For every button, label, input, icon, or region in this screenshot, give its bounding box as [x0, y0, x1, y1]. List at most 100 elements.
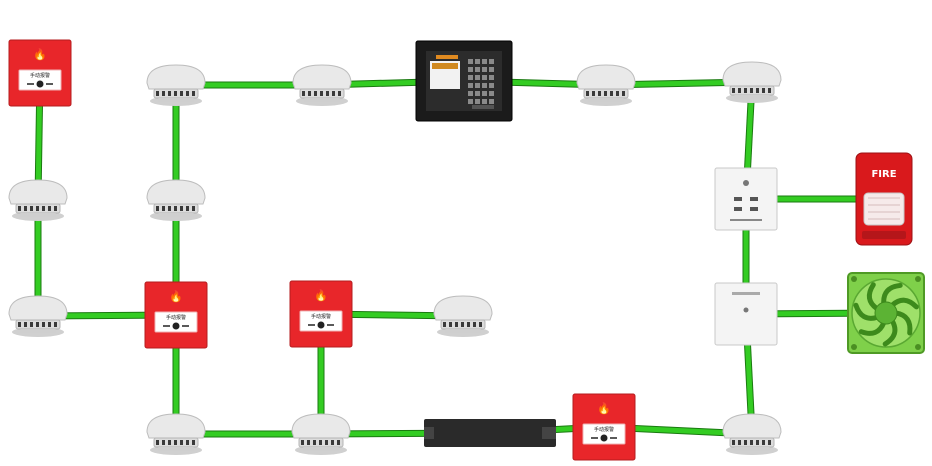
connector-plug	[542, 427, 556, 439]
panel-key	[489, 99, 494, 104]
module-led	[743, 307, 749, 313]
smoke-detector-d7[interactable]	[8, 295, 68, 337]
exhaust-fan-fan[interactable]	[847, 272, 925, 354]
io-module-m2[interactable]	[714, 282, 778, 346]
detector-lip	[303, 447, 339, 451]
panel-screen-header	[432, 63, 458, 69]
detector-lip	[588, 98, 624, 102]
panel-key	[475, 91, 480, 96]
panel-key	[489, 75, 494, 80]
detector-vent	[30, 322, 33, 327]
detector-vent	[174, 440, 177, 445]
smoke-detector-d8[interactable]	[433, 295, 493, 337]
manual-call-point-cp4[interactable]: 🔥 手动报警	[572, 393, 636, 461]
press-button-icon	[36, 80, 44, 88]
detector-vent	[756, 440, 759, 445]
smoke-detector-d3[interactable]	[576, 64, 636, 106]
detector-vent	[592, 91, 595, 96]
detector-vent	[162, 206, 165, 211]
detector-vent	[332, 91, 335, 96]
detector-vent	[180, 91, 183, 96]
detector-vent	[598, 91, 601, 96]
detector-vent	[174, 91, 177, 96]
detector-dome	[433, 295, 493, 321]
detector-vent	[174, 206, 177, 211]
detector-vent	[30, 206, 33, 211]
detector-vent	[186, 440, 189, 445]
detector-dome	[8, 295, 68, 321]
detector-dome	[722, 61, 782, 87]
cable-connector-connector[interactable]	[424, 419, 556, 447]
detector-vent	[768, 88, 771, 93]
call-point-window	[582, 423, 626, 445]
detector-vent	[455, 322, 458, 327]
panel-key	[489, 83, 494, 88]
panel-key	[475, 67, 480, 72]
panel-key	[468, 59, 473, 64]
io-module-m1[interactable]	[714, 167, 778, 231]
smoke-detector-d1[interactable]	[146, 64, 206, 106]
manual-call-point-cp1[interactable]: 🔥手动报警	[8, 39, 72, 107]
detector-vent	[42, 206, 45, 211]
fire-symbol-icon: 🔥	[314, 289, 328, 302]
control-panel-panel[interactable]	[415, 40, 513, 122]
detector-vent	[156, 91, 159, 96]
detector-vent	[24, 322, 27, 327]
detector-vent	[768, 440, 771, 445]
panel-key	[475, 83, 480, 88]
fan-screw-hole	[915, 344, 921, 350]
panel-key	[468, 91, 473, 96]
fan-blade	[858, 320, 887, 336]
fan-blade	[853, 302, 880, 321]
panel-key	[482, 83, 487, 88]
detector-vent	[331, 440, 334, 445]
fan-blade	[882, 318, 898, 347]
detector-vent	[320, 91, 323, 96]
detector-vent	[168, 206, 171, 211]
detector-vent	[36, 322, 39, 327]
module-terminal	[750, 197, 758, 201]
detector-vent	[732, 88, 735, 93]
detector-dome	[576, 64, 636, 90]
smoke-detector-d6[interactable]	[146, 179, 206, 221]
detector-dome	[146, 179, 206, 205]
smoke-detector-d9[interactable]	[146, 413, 206, 455]
smoke-detector-d2[interactable]	[292, 64, 352, 106]
sounder-strobe-sounder[interactable]: FIRE	[855, 152, 913, 246]
panel-key	[475, 75, 480, 80]
detector-dome	[291, 413, 351, 439]
detector-lip	[20, 213, 56, 217]
call-point-label: 手动报警	[594, 426, 614, 433]
detector-vent	[48, 206, 51, 211]
call-point-window	[154, 311, 198, 333]
detector-vent	[586, 91, 589, 96]
connector-body	[424, 419, 556, 447]
smoke-detector-d5[interactable]	[8, 179, 68, 221]
detector-vent	[168, 91, 171, 96]
detector-vent	[467, 322, 470, 327]
smoke-detector-d11[interactable]	[722, 413, 782, 455]
fan-blade	[893, 310, 913, 336]
smoke-detector-d4[interactable]	[722, 61, 782, 103]
fire-symbol-icon: 🔥	[597, 402, 611, 415]
fan-blade	[881, 282, 903, 306]
detector-dome	[146, 64, 206, 90]
detector-vent	[616, 91, 619, 96]
fan-blade	[889, 297, 919, 310]
detector-vent	[186, 91, 189, 96]
smoke-detector-d10[interactable]	[291, 413, 351, 455]
detector-vent	[610, 91, 613, 96]
manual-call-point-cp3[interactable]: 🔥手动报警	[289, 280, 353, 348]
module-label-line	[732, 292, 760, 295]
detector-vent	[186, 206, 189, 211]
detector-vent	[473, 322, 476, 327]
sounder-fire-text: FIRE	[871, 169, 896, 180]
detector-vent	[622, 91, 625, 96]
manual-call-point-cp2[interactable]: 🔥手动报警	[144, 281, 208, 349]
panel-key	[482, 59, 487, 64]
detector-vent	[180, 206, 183, 211]
detector-vent	[325, 440, 328, 445]
fan-screw-hole	[851, 344, 857, 350]
detector-vent	[192, 440, 195, 445]
detector-vent	[308, 91, 311, 96]
